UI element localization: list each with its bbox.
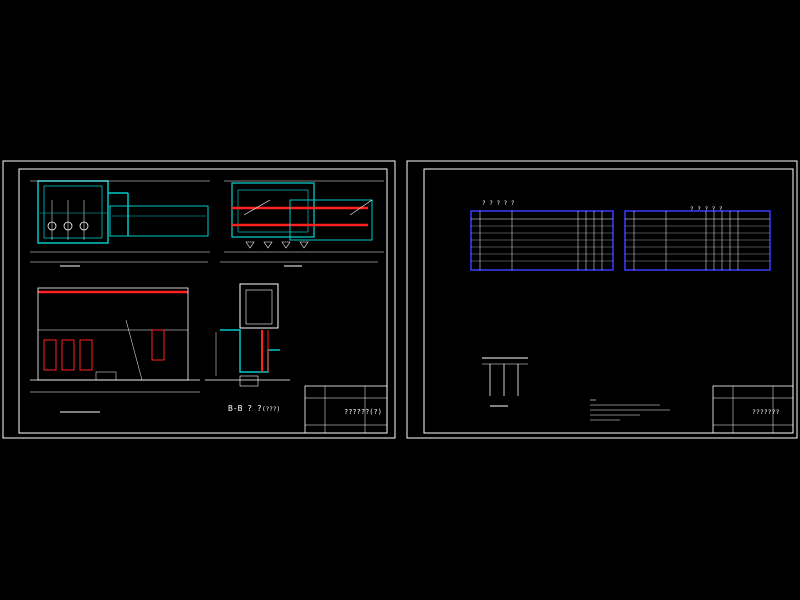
table1-title: ? ? ? ? ? — [482, 200, 515, 207]
left-drawing-sheet: B-B ? ? (???) ??????(?) — [2, 160, 396, 439]
equipment-table-1: ? ? ? ? ? — [470, 200, 614, 271]
right-title-text: ??????? — [752, 408, 779, 416]
right-title-block: ??????? — [712, 385, 794, 434]
detail-sketch — [482, 357, 528, 407]
section-b-scale: (???) — [262, 406, 280, 413]
left-title-text: ??????(?) — [344, 408, 382, 416]
left-title-block: ??????(?) — [304, 385, 388, 434]
right-drawing-sheet: ? ? ? ? ? ? ? ? ? ? — [406, 160, 798, 439]
plan-view-1 — [30, 180, 210, 267]
equipment-table-2: ? ? ? ? ? — [624, 206, 771, 271]
table2-title: ? ? ? ? ? — [690, 206, 723, 213]
design-notes — [590, 399, 670, 421]
section-b-label: B-B ? ? — [228, 404, 262, 413]
plan-view-2 — [220, 180, 384, 267]
section-view-b: B-B ? ? (???) — [205, 283, 290, 413]
section-view-a — [30, 287, 200, 413]
